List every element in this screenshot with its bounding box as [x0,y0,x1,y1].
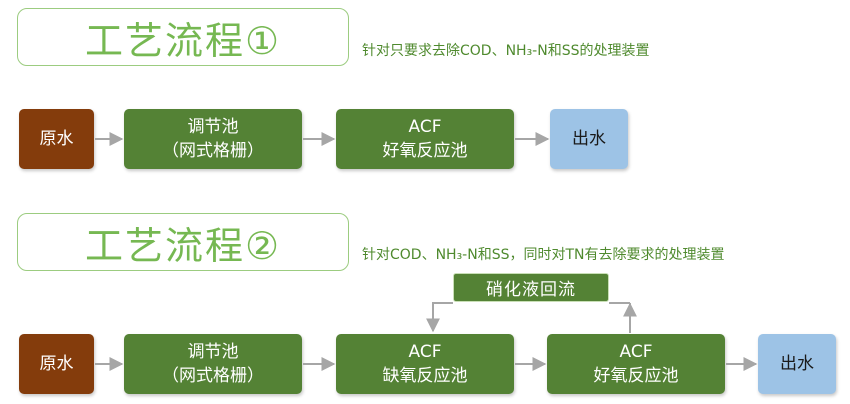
process2-note: 针对COD、NH₃-N和SS，同时对TN有去除要求的处理装置 [362,247,725,263]
process1-equalization-tank-box: 调节池 （网式格栅） [124,109,302,169]
process2-outlet-box: 出水 [758,334,836,394]
node-label: 出水 [780,354,814,374]
node-sublabel: （网式格栅） [162,366,264,386]
node-sublabel: 好氧反应池 [593,366,679,386]
node-sublabel: 缺氧反应池 [382,366,468,386]
process2-aerobic-tank-box: ACF 好氧反应池 [547,334,725,394]
process2-anoxic-tank-box: ACF 缺氧反应池 [336,334,514,394]
nitrate-recycle-label: 硝化液回流 [453,273,609,302]
node-label: 原水 [39,354,74,374]
process1-note: 针对只要求去除COD、NH₃-N和SS的处理装置 [362,43,650,59]
node-label: 原水 [39,129,74,149]
node-sublabel: （网式格栅） [162,141,264,161]
process2-title: 工艺流程② [17,213,349,271]
process1-outlet-box: 出水 [550,109,628,169]
process1-raw-water-box: 原水 [19,109,94,169]
arrow-down-icon [426,302,453,333]
node-label: 调节池 [187,117,239,137]
node-label: ACF [408,342,442,362]
node-label: ACF [408,117,442,137]
node-label: ACF [619,342,653,362]
node-sublabel: 好氧反应池 [382,141,468,161]
node-label: 出水 [572,129,606,149]
process2-raw-water-box: 原水 [19,334,94,394]
node-label: 调节池 [187,342,239,362]
process2-equalization-tank-box: 调节池 （网式格栅） [124,334,302,394]
process1-title: 工艺流程① [17,8,349,66]
process1-aerobic-tank-box: ACF 好氧反应池 [336,109,514,169]
